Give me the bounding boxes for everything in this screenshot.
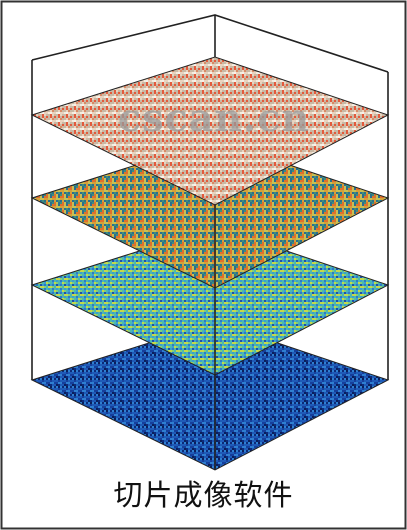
slice-1-top	[30, 56, 390, 206]
watermark-text: cscan.cn	[118, 95, 310, 140]
caption: 切片成像软件	[113, 478, 294, 512]
